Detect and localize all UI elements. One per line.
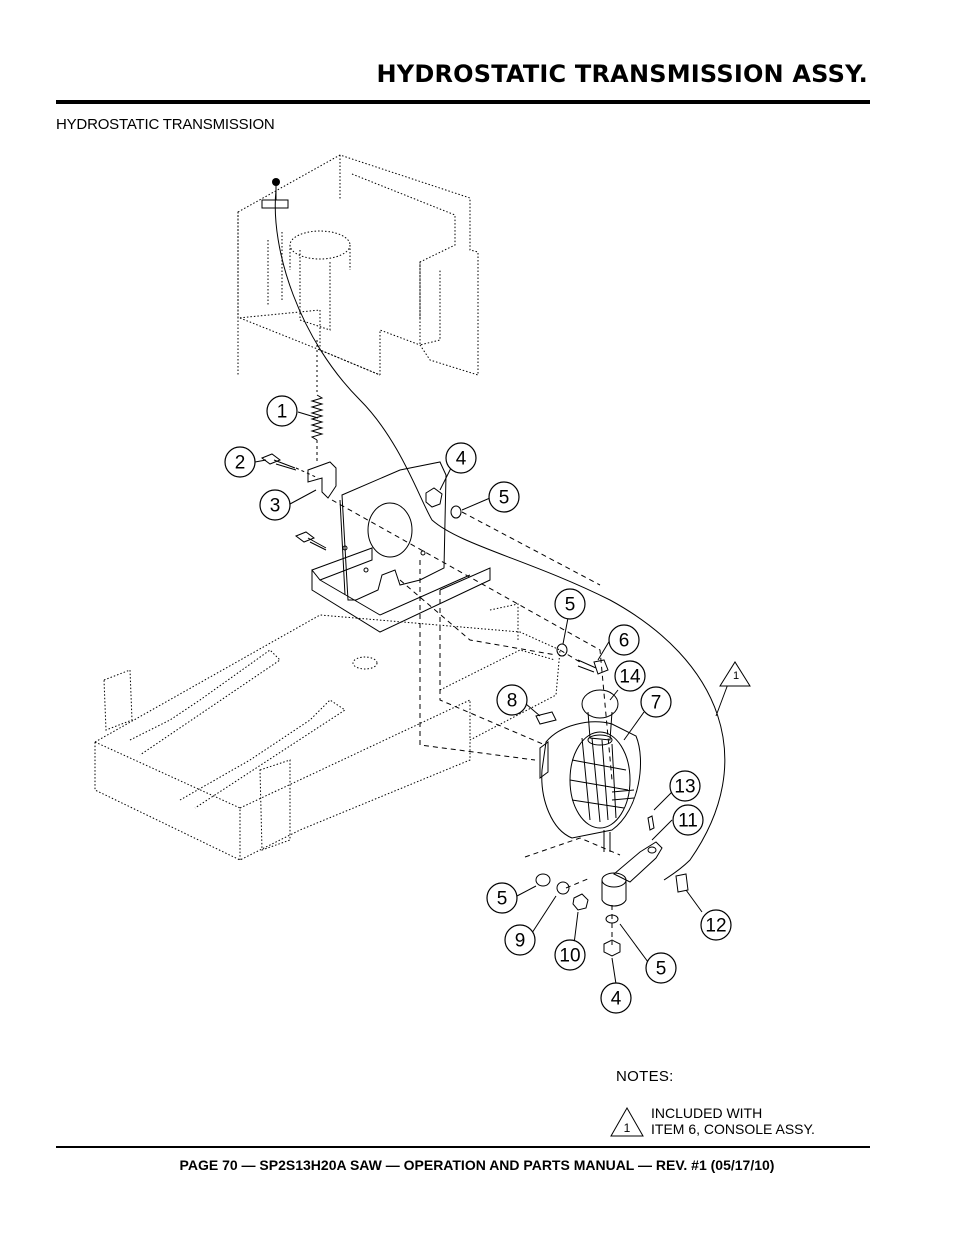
svg-text:4: 4 xyxy=(611,989,622,1010)
svg-text:5: 5 xyxy=(497,889,508,910)
callout-12: 12 xyxy=(700,909,732,941)
assembly-guides xyxy=(331,499,621,945)
cable-handle xyxy=(261,199,289,209)
svg-text:5: 5 xyxy=(499,488,510,509)
callout-8: 8 xyxy=(496,684,528,716)
svg-text:2: 2 xyxy=(235,453,246,474)
svg-text:12: 12 xyxy=(705,916,726,937)
transmission-body xyxy=(539,721,641,852)
note-line-1: INCLUDED WITH xyxy=(651,1105,763,1121)
spring xyxy=(310,340,324,462)
svg-text:9: 9 xyxy=(515,931,526,952)
callout-5-left: 5 xyxy=(486,882,518,914)
note-line-2: ITEM 6, CONSOLE ASSY. xyxy=(651,1121,815,1137)
note-text: INCLUDED WITH ITEM 6, CONSOLE ASSY. xyxy=(651,1105,815,1137)
callout-5-upper: 5 xyxy=(488,481,520,513)
callout-5-mid: 5 xyxy=(554,588,586,620)
hex-bolt-upper xyxy=(260,453,319,479)
callout-4-lower: 4 xyxy=(600,982,632,1014)
callout-9: 9 xyxy=(504,924,536,956)
washer-mid xyxy=(556,643,568,657)
hex-bolt-lower xyxy=(294,531,327,551)
svg-text:7: 7 xyxy=(651,693,662,714)
washer-upper xyxy=(450,505,462,519)
base-frame xyxy=(94,603,561,861)
callout-6: 6 xyxy=(608,624,640,656)
hex-bolt-item6 xyxy=(577,659,609,675)
hex-nut-left xyxy=(572,893,589,911)
control-cable xyxy=(274,189,726,881)
reservoir-cap xyxy=(581,689,619,746)
svg-text:13: 13 xyxy=(674,777,695,798)
svg-text:5: 5 xyxy=(656,959,667,980)
svg-text:8: 8 xyxy=(507,691,518,712)
hex-nut-upper xyxy=(425,487,443,508)
washer-left xyxy=(535,873,551,887)
callout-14: 14 xyxy=(614,660,646,692)
callout-10: 10 xyxy=(554,939,586,971)
svg-text:11: 11 xyxy=(678,811,698,832)
lever-arm xyxy=(613,841,663,883)
svg-text:5: 5 xyxy=(565,595,576,616)
callout-7: 7 xyxy=(640,686,672,718)
console-frame xyxy=(237,154,479,376)
callout-13: 13 xyxy=(669,770,701,802)
callout-4-upper: 4 xyxy=(445,442,477,474)
note-triangle-icon: 1 xyxy=(610,1106,644,1137)
ball-joint xyxy=(675,873,689,893)
svg-text:10: 10 xyxy=(559,946,580,967)
triangle-ref-text: 1 xyxy=(733,670,739,682)
lever-collar xyxy=(601,872,627,907)
section-caption: HYDROSTATIC TRANSMISSION xyxy=(56,116,275,133)
washer-lower xyxy=(605,914,619,924)
hex-nut-lower xyxy=(603,939,621,957)
callout-2: 2 xyxy=(224,446,256,478)
page-title: HYDROSTATIC TRANSMISSION ASSY. xyxy=(376,60,868,88)
set-screw xyxy=(647,815,655,831)
mounting-plate xyxy=(311,461,491,633)
cable-knob xyxy=(272,178,280,186)
svg-text:4: 4 xyxy=(456,449,467,470)
svg-text:6: 6 xyxy=(619,631,630,652)
note-ref: 1 xyxy=(624,1121,631,1135)
notes-label: NOTES: xyxy=(616,1068,674,1085)
shaft-key xyxy=(535,711,557,725)
callout-3: 3 xyxy=(259,489,291,521)
header-rule xyxy=(56,100,870,104)
callout-5-lower: 5 xyxy=(645,952,677,984)
clamp-bracket xyxy=(307,461,337,499)
svg-text:3: 3 xyxy=(270,496,281,517)
callout-1: 1 xyxy=(266,395,298,427)
lock-washer xyxy=(556,881,570,895)
page-footer: PAGE 70 — SP2S13H20A SAW — OPERATION AND… xyxy=(179,1157,775,1173)
note-triangle-diagram: 1 xyxy=(719,661,751,687)
footer-rule xyxy=(56,1146,870,1148)
callout-11: 11 xyxy=(672,804,704,836)
svg-text:14: 14 xyxy=(619,667,641,688)
callout-leaders xyxy=(254,411,729,985)
svg-text:1: 1 xyxy=(277,402,288,423)
